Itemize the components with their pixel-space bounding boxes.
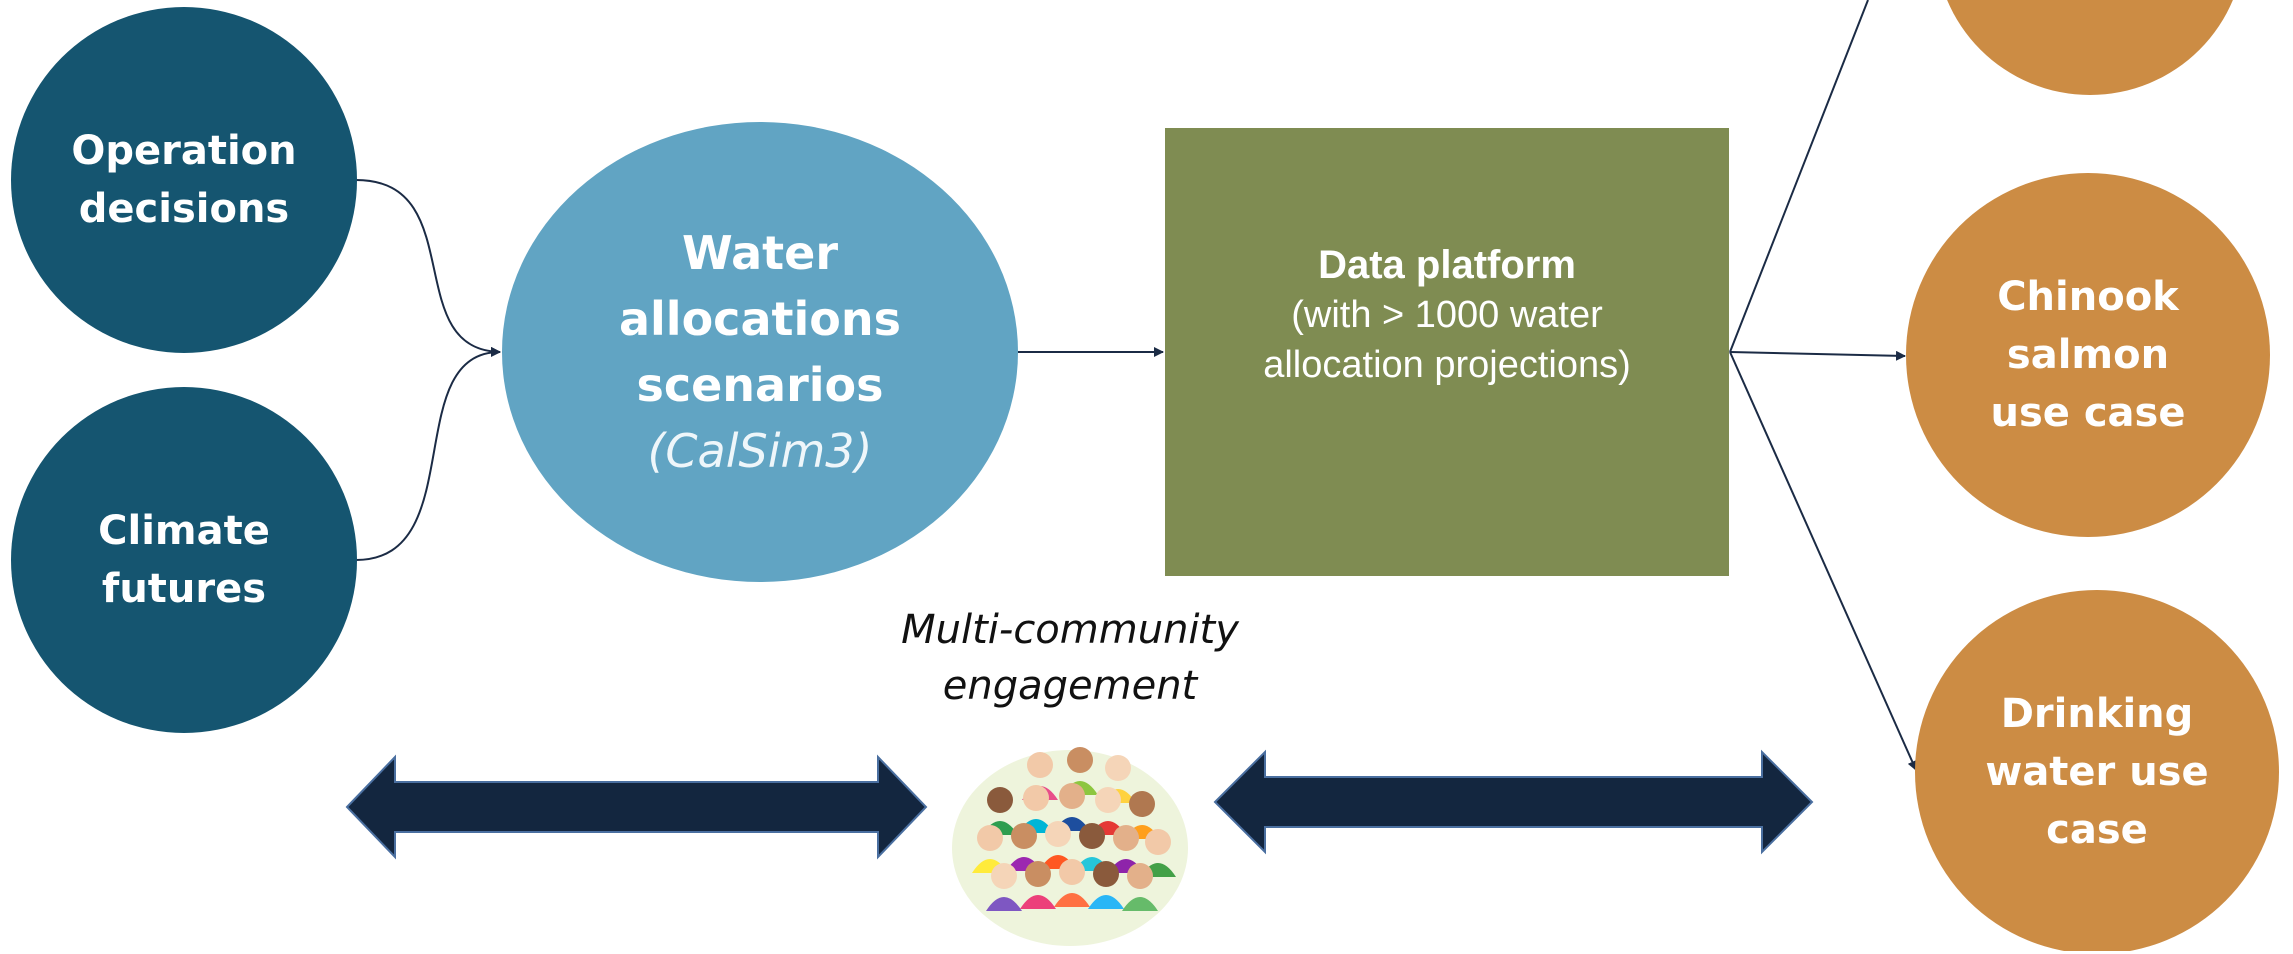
multi-community-engagement-label: Multi-community engagement (860, 602, 1280, 714)
water-allocations-node (502, 122, 1018, 582)
top-use-case-node (1947, 0, 2233, 95)
connector-climate-to-water (355, 347, 501, 561)
connector-operation-to-water (355, 179, 501, 357)
chinook-line1: Chinook (1997, 274, 2179, 320)
engagement-line1: Multi-community (901, 607, 1239, 653)
chinook-salmon-node (1906, 173, 2270, 537)
data-platform-node (1165, 128, 1729, 576)
drinking-line2: water use (1985, 749, 2209, 795)
climate-line2: futures (101, 566, 267, 612)
connector-platform-to-drinking (1729, 351, 1917, 771)
operation-line2: decisions (78, 186, 290, 232)
operation-line1: Operation (71, 128, 297, 174)
climate-line1: Climate (98, 508, 270, 554)
water-line1: Water (681, 226, 838, 280)
engagement-line2: engagement (942, 663, 1198, 709)
chinook-salmon-label: Chinook salmon use case (1906, 173, 2270, 537)
climate-futures-label: Climate futures (11, 387, 357, 733)
double-arrow-left (345, 754, 928, 860)
platform-sub1: (with > 1000 water (1291, 294, 1603, 336)
double-arrow-right (1213, 749, 1814, 855)
platform-title: Data platform (1318, 243, 1576, 287)
water-line2: allocations (619, 292, 901, 346)
drinking-line3: case (2046, 807, 2148, 853)
operation-decisions-label: Operation decisions (11, 7, 357, 353)
connector-platform-to-top-use-case (1729, 0, 1869, 353)
data-platform-label: Data platform (with > 1000 water allocat… (1165, 240, 1729, 405)
climate-futures-node (11, 387, 357, 733)
crowd-of-people-icon (952, 747, 1188, 946)
chinook-line2: salmon (2006, 332, 2170, 378)
chinook-line3: use case (1990, 390, 2186, 436)
drinking-water-label: Drinking water use case (1915, 590, 2279, 954)
water-line3: scenarios (636, 358, 884, 412)
water-model: (CalSim3) (647, 424, 873, 478)
water-allocations-label: Water allocations scenarios (CalSim3) (520, 122, 1000, 582)
drinking-line1: Drinking (2000, 691, 2194, 737)
operation-decisions-node (11, 7, 357, 353)
platform-sub2: allocation projections) (1263, 344, 1631, 386)
connector-platform-to-chinook (1729, 350, 1906, 361)
drinking-water-node (1915, 590, 2279, 951)
